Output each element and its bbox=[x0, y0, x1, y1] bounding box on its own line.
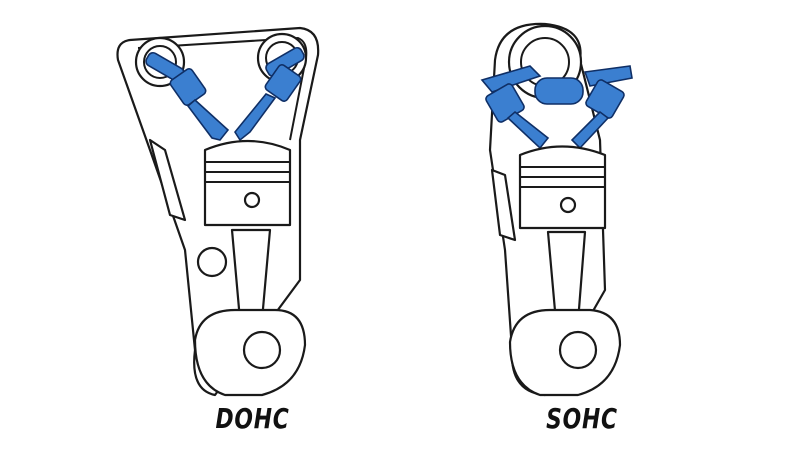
dohc-connecting-rod bbox=[230, 228, 272, 322]
dohc-valves bbox=[145, 46, 305, 142]
sohc-label: SOHC bbox=[546, 402, 618, 435]
dohc-engine-illustration bbox=[116, 26, 320, 397]
sohc-belt-tensioner bbox=[490, 168, 517, 242]
sohc-valves-rockers bbox=[480, 65, 633, 150]
dohc-label: DOHC bbox=[215, 402, 290, 435]
sohc-engine-illustration bbox=[480, 22, 633, 397]
dohc-belt-tensioner bbox=[148, 138, 187, 222]
